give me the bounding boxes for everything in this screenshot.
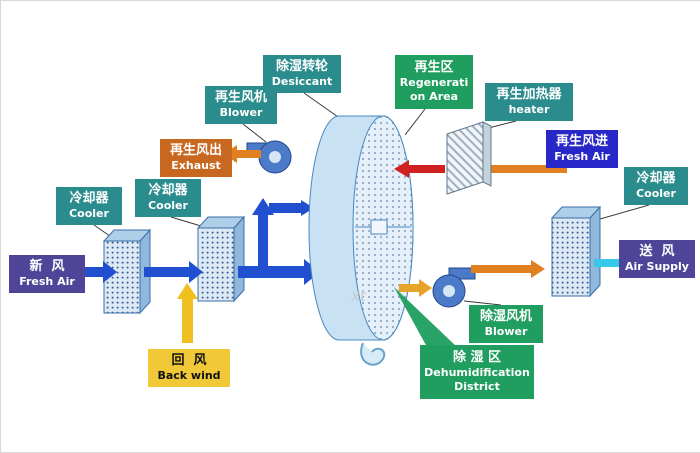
label-heater: 再生加热器 heater [485, 83, 573, 121]
label-heater-zh: 再生加热器 [496, 87, 562, 102]
label-cooler-1-zh: 冷却器 [69, 191, 109, 206]
label-regen-blower-zh: 再生风机 [214, 90, 267, 105]
label-air-supply: 送 风 Air Supply [619, 240, 695, 278]
regen-blower-unit [246, 140, 292, 174]
label-heater-en: heater [508, 103, 550, 117]
label-exhaust-zh: 再生风出 [169, 143, 222, 158]
label-cooler-3-en: Cooler [636, 187, 676, 201]
label-dehum-blower-zh: 除湿风机 [479, 309, 532, 324]
label-dehum-district-zh: 除 湿 区 [452, 350, 502, 366]
arrow-into-wheel [238, 259, 320, 285]
label-back-wind-zh: 回 风 [171, 353, 207, 368]
label-regen-area: 再生区 Regenerati on Area [395, 55, 473, 109]
label-fresh-air-in-en: Fresh Air [19, 275, 75, 289]
label-dehum-district: 除 湿 区 Dehumidification District [420, 345, 534, 399]
arrow-upper-into-wheel [269, 200, 314, 216]
label-regen-air-in: 再生风进 Fresh Air [546, 130, 618, 168]
label-dehum-district-en2: District [454, 380, 500, 394]
label-regen-blower-en: Blower [219, 106, 263, 120]
label-desiccant-en: Desiccant [271, 75, 333, 89]
arrow-up-branch [252, 198, 274, 269]
leader-lines [93, 92, 650, 306]
label-cooler-3-zh: 冷却器 [636, 171, 676, 186]
arrow-blower-to-cooler [471, 260, 545, 278]
label-air-supply-zh: 送 风 [639, 244, 675, 259]
arrow-regen-into-wheel [394, 160, 445, 178]
desiccant-wheel [308, 115, 414, 341]
label-regen-area-en2: on Area [409, 90, 459, 104]
cooler-unit-2 [196, 215, 246, 303]
label-cooler-2-en: Cooler [148, 199, 188, 213]
label-exhaust-en: Exhaust [171, 159, 221, 173]
label-cooler-1: 冷却器 Cooler [56, 187, 122, 225]
label-desiccant: 除湿转轮 Desiccant [263, 55, 341, 93]
watermark: xt [350, 287, 367, 305]
label-desiccant-zh: 除湿转轮 [275, 59, 328, 74]
cooler-unit-3 [550, 205, 602, 298]
arrow-back-wind [177, 283, 198, 343]
arrow-wheel-to-blower [399, 279, 432, 297]
arrow-between-coolers [144, 261, 203, 283]
label-air-supply-en: Air Supply [625, 260, 689, 274]
label-back-wind: 回 风 Back wind [148, 349, 230, 387]
label-dehum-blower-en: Blower [484, 325, 528, 339]
label-back-wind-en: Back wind [157, 369, 221, 383]
arrow-regen-feed [467, 165, 567, 173]
ribbon-curl [360, 342, 386, 366]
heater-unit [446, 121, 492, 195]
label-dehum-blower: 除湿风机 Blower [469, 305, 543, 343]
label-dehum-district-en: Dehumidification [424, 366, 530, 380]
label-cooler-2: 冷却器 Cooler [135, 179, 201, 217]
label-regen-air-in-en: Fresh Air [554, 150, 610, 164]
label-exhaust: 再生风出 Exhaust [160, 139, 232, 177]
label-regen-area-en: Regenerati [399, 76, 469, 90]
label-regen-air-in-zh: 再生风进 [555, 134, 608, 149]
label-regen-area-zh: 再生区 [414, 60, 454, 76]
dehum-blower-unit [432, 267, 476, 308]
label-cooler-1-en: Cooler [69, 207, 109, 221]
label-cooler-3: 冷却器 Cooler [624, 167, 688, 205]
label-cooler-2-zh: 冷却器 [148, 183, 188, 198]
wheel-hub [370, 219, 388, 235]
dehum-district-pointer [394, 287, 457, 347]
label-fresh-air-in: 新 风 Fresh Air [9, 255, 85, 293]
arrow-fresh-air [85, 261, 117, 283]
label-fresh-air-in-zh: 新 风 [29, 259, 65, 274]
